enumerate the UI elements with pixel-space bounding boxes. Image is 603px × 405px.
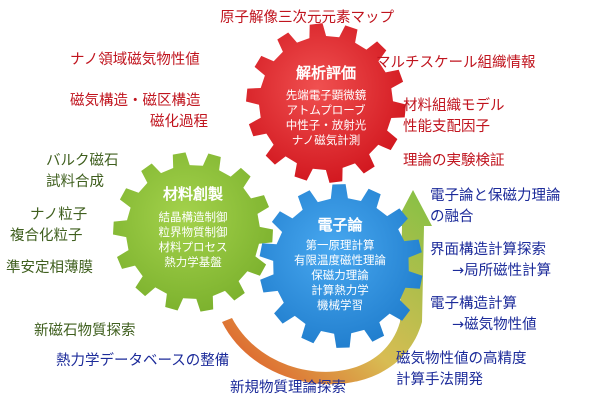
electron-gear-items: 第一原理計算 有限温度磁性理論 保磁力理論 計算熱力学 機械学習 <box>270 238 410 313</box>
label-metastable-film: 準安定相薄膜 <box>6 260 93 276</box>
analysis-gear-shape <box>246 23 406 183</box>
materials-gear-shape <box>113 152 273 312</box>
label-electronic-structure: 電子構造計算 <box>430 296 517 312</box>
electron-item: 機械学習 <box>317 298 363 312</box>
label-theory-fusion: 電子論と保磁力理論 <box>430 188 561 204</box>
electron-gear-shape <box>259 184 423 348</box>
label-magnetization-process: 磁化過程 <box>150 114 208 130</box>
electron-item: 有限温度磁性理論 <box>294 253 386 267</box>
electron-item: 保磁力理論 <box>311 268 369 282</box>
analysis-item: ナノ磁気計測 <box>291 133 361 147</box>
label-composite-particle: 複合化粒子 <box>10 228 83 244</box>
label-experimental-verification: 理論の実験検証 <box>403 153 505 169</box>
label-microstructure-model: 材料組織モデル <box>403 98 505 114</box>
analysis-gear-items: 先端電子顕微鏡 アトムプローブ 中性子・放射光 ナノ磁気計測 <box>261 88 391 148</box>
materials-gear-title: 材料創製 <box>162 185 223 203</box>
analysis-item: 中性子・放射光 <box>285 118 367 132</box>
materials-item: 材料プロセス <box>158 240 228 254</box>
materials-item: 熱力学基盤 <box>164 255 222 269</box>
label-interface-search: 界面構造計算探索 <box>430 242 546 258</box>
analysis-item: アトムプローブ <box>286 103 366 117</box>
label-theory-fusion-2: の融合 <box>430 209 474 225</box>
label-bulk-magnet: バルク磁石 <box>46 153 119 169</box>
materials-item: 結晶構造制御 <box>158 210 228 224</box>
electron-gear-title: 電子論 <box>317 216 363 234</box>
electron-item: 第一原理計算 <box>305 238 375 252</box>
electron-item: 計算熱力学 <box>311 283 369 297</box>
materials-gear-items: 結晶構造制御 粒界物質制御 材料プロセス 熱力学基盤 <box>133 210 253 270</box>
label-new-magnet-search: 新磁石物質探索 <box>34 323 136 339</box>
label-local-magnetism: →局所磁性計算 <box>452 263 552 279</box>
label-high-precision: 磁気物性値の高精度 <box>396 351 527 367</box>
label-sample-synthesis: 試料合成 <box>46 174 104 190</box>
materials-item: 粒界物質制御 <box>158 225 228 239</box>
analysis-gear-title: 解析評価 <box>295 64 356 82</box>
label-3d-element-map: 原子解像三次元元素マップ <box>220 10 394 26</box>
label-thermo-database: 熱力学データベースの整備 <box>56 353 230 369</box>
analysis-item: 先端電子顕微鏡 <box>285 88 367 102</box>
label-performance-factor: 性能支配因子 <box>403 119 490 135</box>
cycle-arrow <box>222 190 432 385</box>
label-new-material-theory: 新規物質理論探索 <box>230 380 346 396</box>
label-computation-method: 計算手法開発 <box>396 372 483 388</box>
label-nanoparticle: ナノ粒子 <box>30 207 88 223</box>
label-nano-domain: ナノ領域磁気物性値 <box>70 52 200 68</box>
label-magnetic-structure: 磁気構造・磁区構造 <box>70 93 201 109</box>
label-magnetic-properties: →磁気物性値 <box>452 317 537 333</box>
label-multiscale: マルチスケール組織情報 <box>376 55 536 71</box>
